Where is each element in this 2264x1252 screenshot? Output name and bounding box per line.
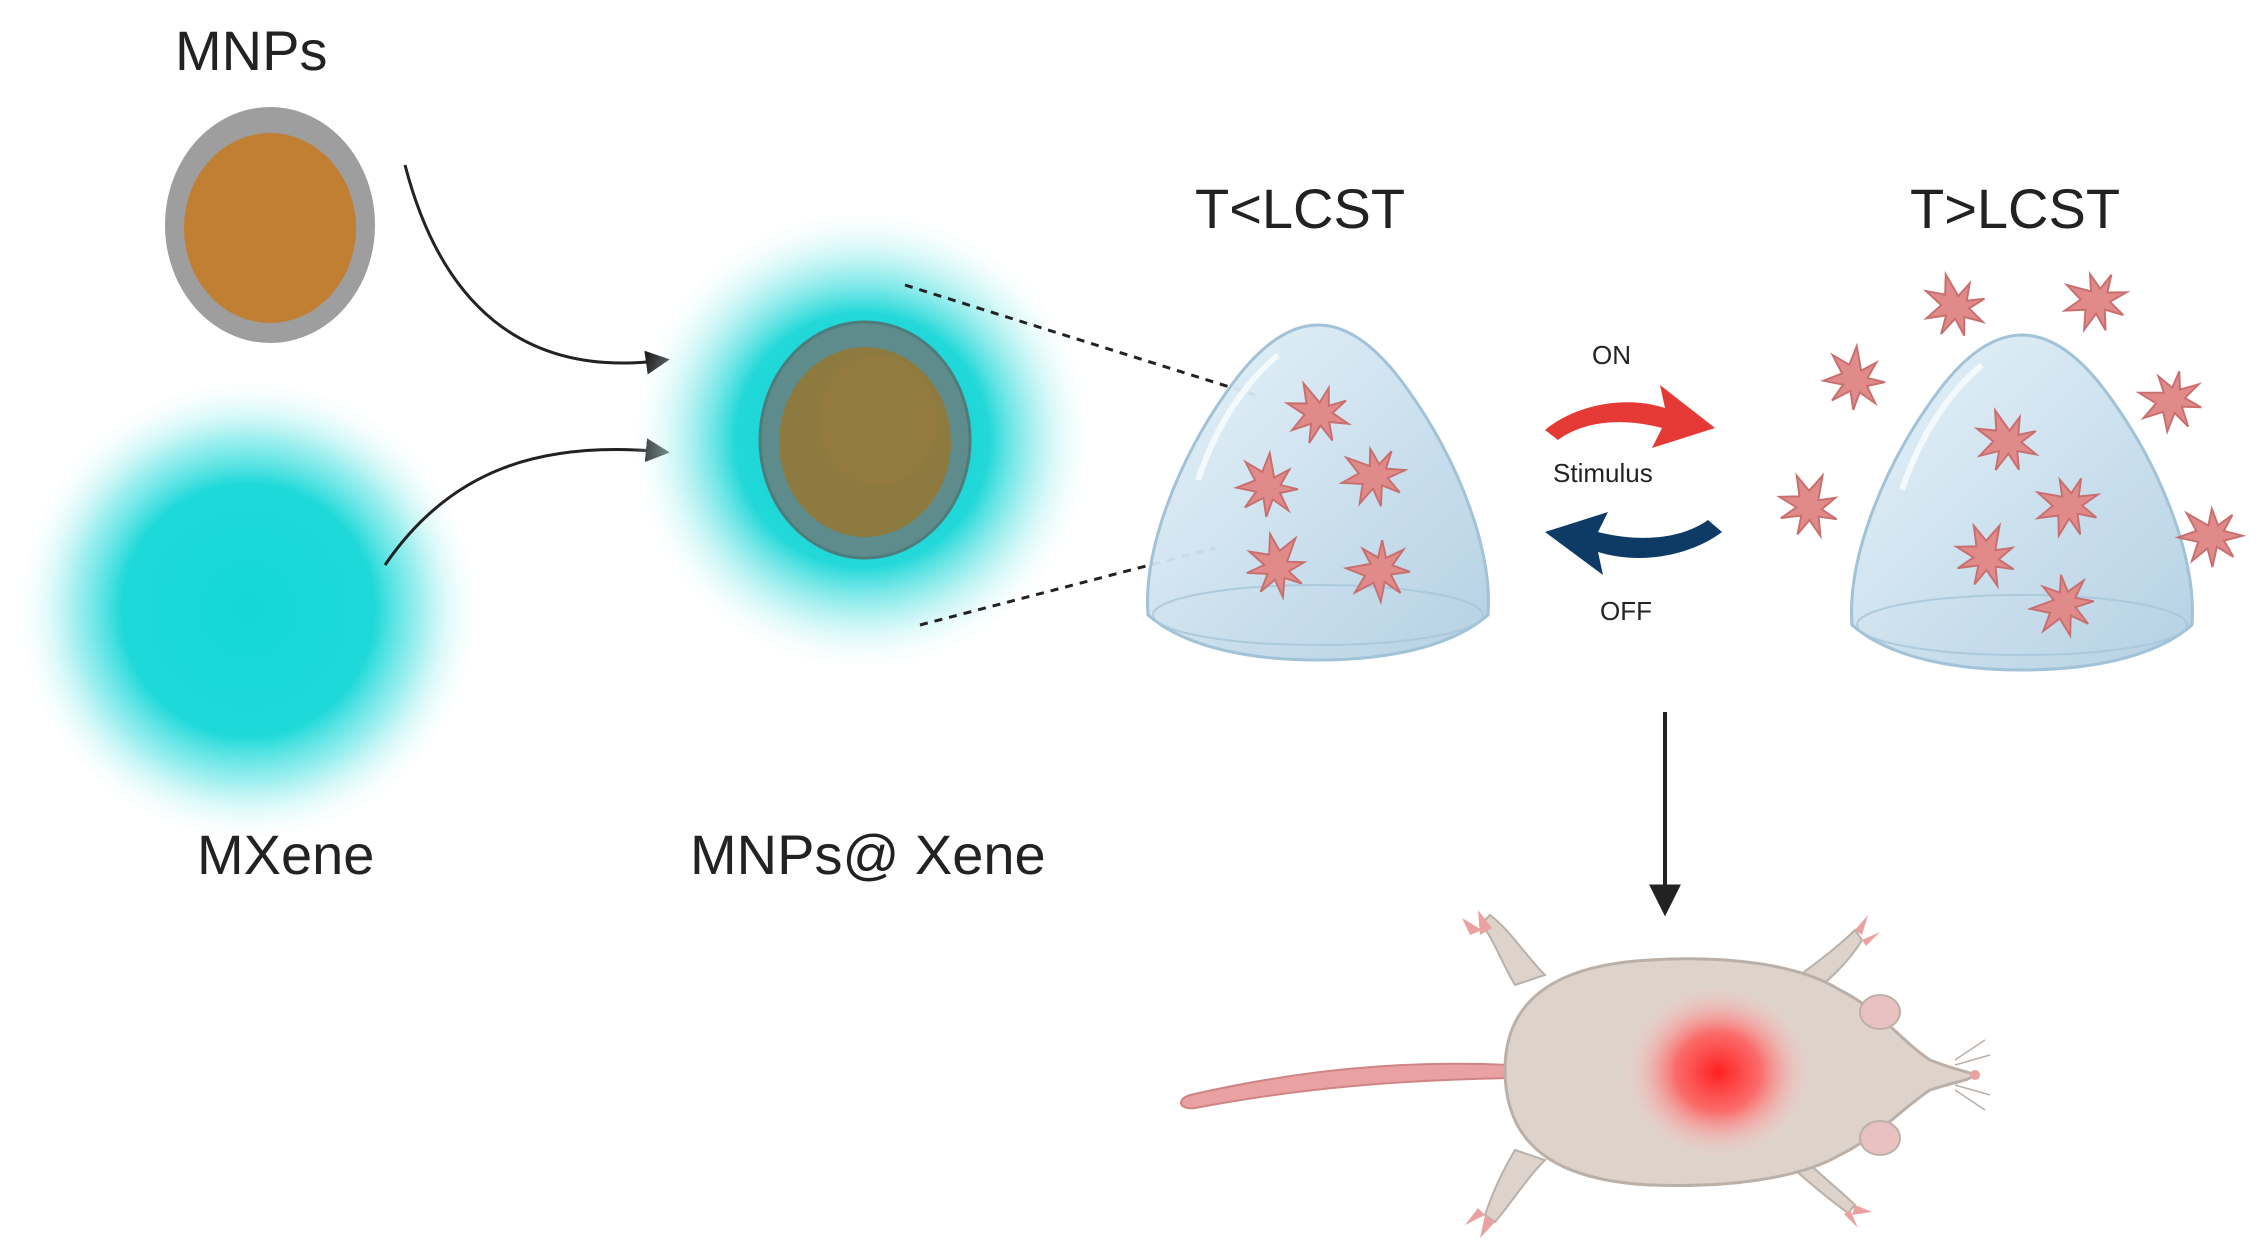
label-t-above-lcst: T>LCST [1910,177,2121,240]
arrow-off [1545,512,1722,575]
label-on: ON [1592,340,1631,370]
hydrogel-below-lcst [1148,325,1489,660]
hydrogel-above-lcst [1852,335,2193,670]
mouse-model [1180,910,1991,1238]
composite-particle [632,210,1092,670]
arrow-mxene-to-composite [383,438,670,566]
mxene-particle [18,380,478,840]
label-stimulus: Stimulus [1553,458,1653,488]
zoom-line-top [904,283,1256,397]
arrow-on [1545,385,1715,448]
arrow-mnps-to-composite [403,164,670,375]
zoom-line-bottom [919,546,1216,627]
label-mxene: MXene [197,823,375,886]
label-mnps: MNPs [175,19,328,82]
mnp-particle [165,107,375,343]
label-mnps-xene: MNPs@ Xene [690,823,1046,886]
label-t-below-lcst: T<LCST [1195,177,1406,240]
label-off: OFF [1600,596,1652,626]
